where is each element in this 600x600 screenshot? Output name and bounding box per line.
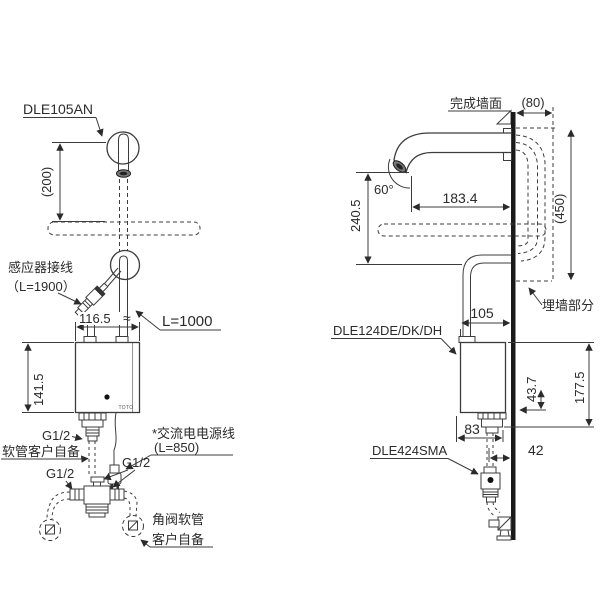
spout-model-label: DLE105AN [23,101,93,117]
g12-outlet-label: G1/2 [42,428,70,443]
dim-embed-height: (450) [552,129,575,281]
spout-side [387,128,512,189]
g12-tee-right-label: G1/2 [122,455,150,470]
angle-valve-side [488,516,512,541]
dim-spout-reach: 183.4 [411,176,511,212]
dim-1775-text: 177.5 [572,371,587,404]
wall-section [511,112,516,540]
dim-hose-offset: 42 [488,442,544,462]
wall-surface-marker [495,109,512,125]
dim-box-height: 141.5 [22,342,74,413]
dim-450-text: (450) [552,194,567,224]
dim-2405-text: 240.5 [348,199,363,232]
dim-42-text: 42 [528,442,544,458]
dim-437-text: 43.7 [524,377,539,402]
front-view: DLE105AN (200) [1,101,235,548]
controller-model-label: DLE124DE/DK/DH [333,323,442,338]
hose-length-label: L=1000 [162,313,212,330]
hose-note-label: 软管客户自备 [2,444,80,459]
dim-105-text: 105 [470,305,494,321]
sensor-cable-length: （L=1900） [6,279,76,294]
power-cord-label: *交流电电源线 [152,426,235,441]
tee-valve [69,476,125,518]
counter-outline-side [377,223,547,237]
embedded-hose [515,134,546,262]
dim-116-text: 116.5 [79,311,111,326]
supply-pipe-side [462,254,511,342]
dim-200-text: (200) [39,167,54,197]
sensor-cable-connector [74,267,122,342]
dim-spout-height: (200) [39,142,106,222]
brand-mark: TOTO [119,405,134,411]
dim-total-height: 177.5 [504,342,594,428]
dim-wall-offset: (80) [516,95,554,281]
angle-valve-right [122,515,144,537]
dim-83-text: 83 [464,421,480,437]
angle-valve-note-1: 角阀软管 [152,512,204,527]
dim-1834-text: 183.4 [442,190,477,206]
filter-component [480,466,501,503]
dim-141-text: 141.5 [31,373,46,406]
embedded-section-label: 埋墙部分 [542,298,594,313]
dim-outlet-width: 83 [456,416,504,442]
shank-and-tube [109,249,141,342]
finished-wall-label: 完成墙面 [450,96,502,111]
dim-cord-height: 43.7 [519,377,546,414]
dim-80-text: (80) [521,95,544,110]
sensor-led [104,394,110,400]
spout-angle-text: 60° [374,182,394,197]
side-view: 完成墙面 (80) 60° [331,95,594,541]
filter-model-label: DLE424SMA [372,443,447,458]
controller-box-side [458,336,507,434]
angle-valve-note-2: 客户自备 [152,532,204,547]
angle-valve-left [39,519,61,541]
sensor-cable-label: 感应器接线 [8,260,73,275]
power-cord-length: (L=850) [154,440,199,455]
dim-box-width: 116.5 ≈ [75,310,140,341]
outlet-fitting-front [78,412,107,442]
g12-tee-left-label: G1/2 [46,466,74,481]
controller-box-front: TOTO [74,336,141,414]
spout-front [106,131,140,251]
pipe-break-symbol: ≈ [123,310,131,326]
dim-spout-height-side: 240.5 [348,172,462,265]
counter-outline [47,221,201,236]
dim-box-depth: 105 [460,305,511,341]
